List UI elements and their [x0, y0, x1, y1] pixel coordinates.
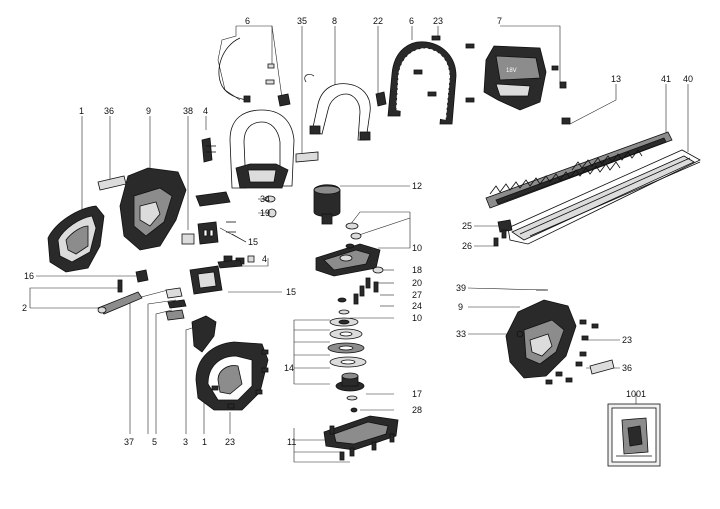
callout-1-left: 1	[79, 106, 84, 116]
callout-38: 38	[183, 106, 193, 116]
callout-35: 35	[297, 16, 307, 26]
callout-23-right: 23	[622, 335, 632, 345]
callout-22: 22	[373, 16, 383, 26]
callout-17: 17	[412, 389, 422, 399]
part-left-housing	[47, 205, 105, 273]
part-washers-10-stack	[345, 222, 362, 249]
part-pads-37-5	[165, 287, 187, 321]
part-screws-18-20-27	[353, 266, 384, 305]
callout-6-left: 6	[245, 16, 250, 26]
part-switch-housing-7: 18V	[483, 45, 567, 111]
callout-20: 20	[412, 278, 422, 288]
part-label-strip-36-right	[589, 359, 615, 375]
nameplate-text: 18V	[506, 68, 517, 74]
callout-2: 2	[22, 303, 27, 313]
callout-9-top: 9	[146, 106, 151, 116]
callout-19: 19	[260, 208, 270, 218]
part-plug-16	[135, 269, 149, 283]
callout-26: 26	[462, 241, 472, 251]
part-screws-23-bottom	[211, 349, 269, 409]
part-board-15-top	[197, 221, 219, 245]
callout-labels: 1 36 9 38 4 6 35 8 22 6 23 7 13 41 40 12…	[22, 16, 693, 447]
callout-27: 27	[412, 290, 422, 300]
part-clamp-25	[497, 219, 513, 233]
callout-37: 37	[124, 437, 134, 447]
callout-10-mid: 10	[412, 313, 422, 323]
callout-15-top: 15	[248, 237, 258, 247]
part-screws-23-top	[413, 35, 475, 103]
part-contact-4-top	[201, 137, 216, 163]
part-label-38	[181, 233, 195, 245]
part-motor-12	[313, 184, 341, 225]
callout-41: 41	[661, 74, 671, 84]
part-rear-housing	[195, 341, 269, 411]
part-spacers-24-10	[337, 297, 350, 315]
part-1001-card	[607, 403, 661, 467]
part-cable-6	[218, 37, 251, 103]
callout-40: 40	[683, 74, 693, 84]
part-gear-housing-10	[315, 243, 381, 277]
callout-36-top: 36	[104, 106, 114, 116]
callout-16: 16	[24, 271, 34, 281]
callout-1001: 1001	[626, 389, 646, 399]
callout-15-mid: 15	[286, 287, 296, 297]
part-trigger-3	[191, 315, 217, 353]
callout-3: 3	[183, 437, 188, 447]
callout-23-top: 23	[433, 16, 443, 26]
leader-lines	[29, 25, 689, 463]
part-motor-housing-9-right	[505, 299, 577, 379]
callout-11: 11	[287, 437, 296, 447]
callout-36-right: 36	[622, 363, 632, 373]
part-bail-handle-8	[309, 83, 371, 141]
callout-13: 13	[611, 74, 621, 84]
part-discs-14	[327, 317, 367, 368]
part-lever-2	[97, 279, 143, 315]
callout-4-mid: 4	[262, 254, 267, 264]
part-small-clips-6	[265, 63, 291, 107]
part-gear-17	[335, 372, 365, 413]
part-label-strip-36	[97, 175, 127, 191]
callout-9-right: 9	[458, 302, 463, 312]
callout-8: 8	[332, 16, 337, 26]
callout-28: 28	[412, 405, 422, 415]
part-screws-23-right	[545, 319, 599, 385]
part-sticker-35	[295, 151, 319, 163]
part-handle-grip-6	[387, 41, 457, 125]
part-screws-26	[493, 229, 507, 247]
callout-39: 39	[456, 283, 466, 293]
part-contacts-4-mid	[217, 255, 255, 269]
callout-33: 33	[456, 329, 466, 339]
part-clip-22	[304, 74, 387, 107]
part-blade-sheath-40	[507, 149, 701, 245]
part-blade-13	[485, 117, 673, 209]
callout-4-top: 4	[203, 106, 208, 116]
callout-34: 34	[260, 194, 270, 204]
part-front-handle	[229, 109, 295, 189]
callout-5: 5	[152, 437, 157, 447]
part-bottom-cover-11	[323, 415, 399, 461]
part-motor-housing-9	[119, 167, 187, 251]
callout-18: 18	[412, 265, 422, 275]
callout-7: 7	[497, 16, 502, 26]
callout-24: 24	[412, 301, 422, 311]
callout-10-top: 10	[412, 243, 422, 253]
part-board-15-lower	[189, 265, 223, 295]
callout-1-bottom: 1	[202, 437, 207, 447]
callout-14: 14	[284, 363, 294, 373]
callout-6-right: 6	[409, 16, 414, 26]
callout-12: 12	[412, 181, 422, 191]
callout-23-bottom: 23	[225, 437, 235, 447]
part-washers-34-19	[195, 191, 277, 233]
callout-25: 25	[462, 221, 472, 231]
